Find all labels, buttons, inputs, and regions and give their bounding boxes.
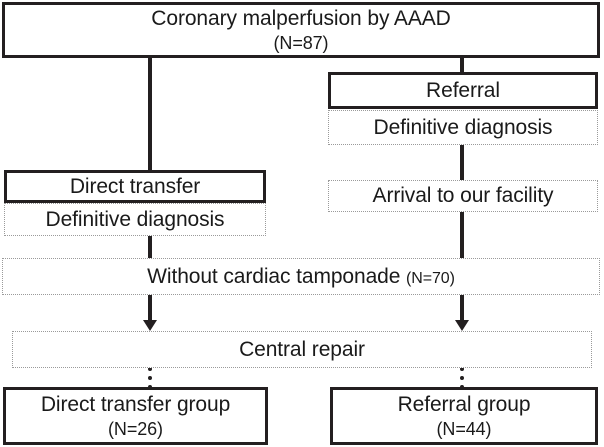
connector-tamponade-to-repair-right	[460, 294, 464, 322]
node-without-cardiac-tamponade-title-row: Without cardiac tamponade (N=70)	[147, 265, 455, 289]
node-without-cardiac-tamponade-count: (N=70)	[406, 269, 455, 287]
node-central-repair: Central repair	[12, 331, 592, 368]
node-coronary-malperfusion-title: Coronary malperfusion by AAAD	[151, 7, 451, 31]
node-referral-definitive-diagnosis: Definitive diagnosis	[328, 110, 598, 145]
node-direct-transfer: Direct transfer	[4, 170, 266, 203]
node-arrival-to-our-facility-title: Arrival to our facility	[372, 184, 554, 208]
node-central-repair-title: Central repair	[239, 337, 365, 361]
node-direct-transfer-title: Direct transfer	[69, 174, 201, 198]
node-referral-group-count: (N=44)	[436, 418, 492, 439]
node-direct-definitive-diagnosis-title: Definitive diagnosis	[45, 207, 225, 231]
node-direct-transfer-group-title: Direct transfer group	[40, 393, 231, 417]
node-direct-transfer-group-count: (N=26)	[108, 418, 163, 439]
arrowhead-left-icon	[143, 320, 157, 331]
node-coronary-malperfusion: Coronary malperfusion by AAAD (N=87)	[2, 2, 600, 58]
connector-root-to-referral	[460, 57, 464, 73]
connector-arrival-to-without-tamponade	[460, 211, 464, 259]
node-direct-definitive-diagnosis: Definitive diagnosis	[4, 203, 266, 236]
node-referral-title: Referral	[426, 78, 500, 102]
node-referral-group: Referral group (N=44)	[330, 387, 598, 445]
connector-direct-diagnosis-to-without-tamponade	[148, 235, 152, 259]
node-arrival-to-our-facility: Arrival to our facility	[328, 180, 598, 212]
node-coronary-malperfusion-count: (N=87)	[273, 32, 329, 53]
node-referral-group-title: Referral group	[397, 393, 531, 417]
node-referral: Referral	[328, 72, 598, 109]
node-without-cardiac-tamponade-title: Without cardiac tamponade	[147, 264, 407, 288]
node-referral-definitive-diagnosis-title: Definitive diagnosis	[373, 115, 553, 139]
connector-referral-diagnosis-to-arrival	[460, 144, 464, 181]
node-direct-transfer-group: Direct transfer group (N=26)	[3, 387, 268, 445]
connector-repair-to-direct-transfer-group	[148, 367, 152, 389]
connector-repair-to-referral-group	[460, 367, 464, 389]
connector-tamponade-to-repair-left	[148, 294, 152, 322]
connector-root-to-direct-transfer	[148, 57, 152, 171]
arrowhead-right-icon	[455, 320, 469, 331]
node-without-cardiac-tamponade: Without cardiac tamponade (N=70)	[2, 258, 600, 295]
